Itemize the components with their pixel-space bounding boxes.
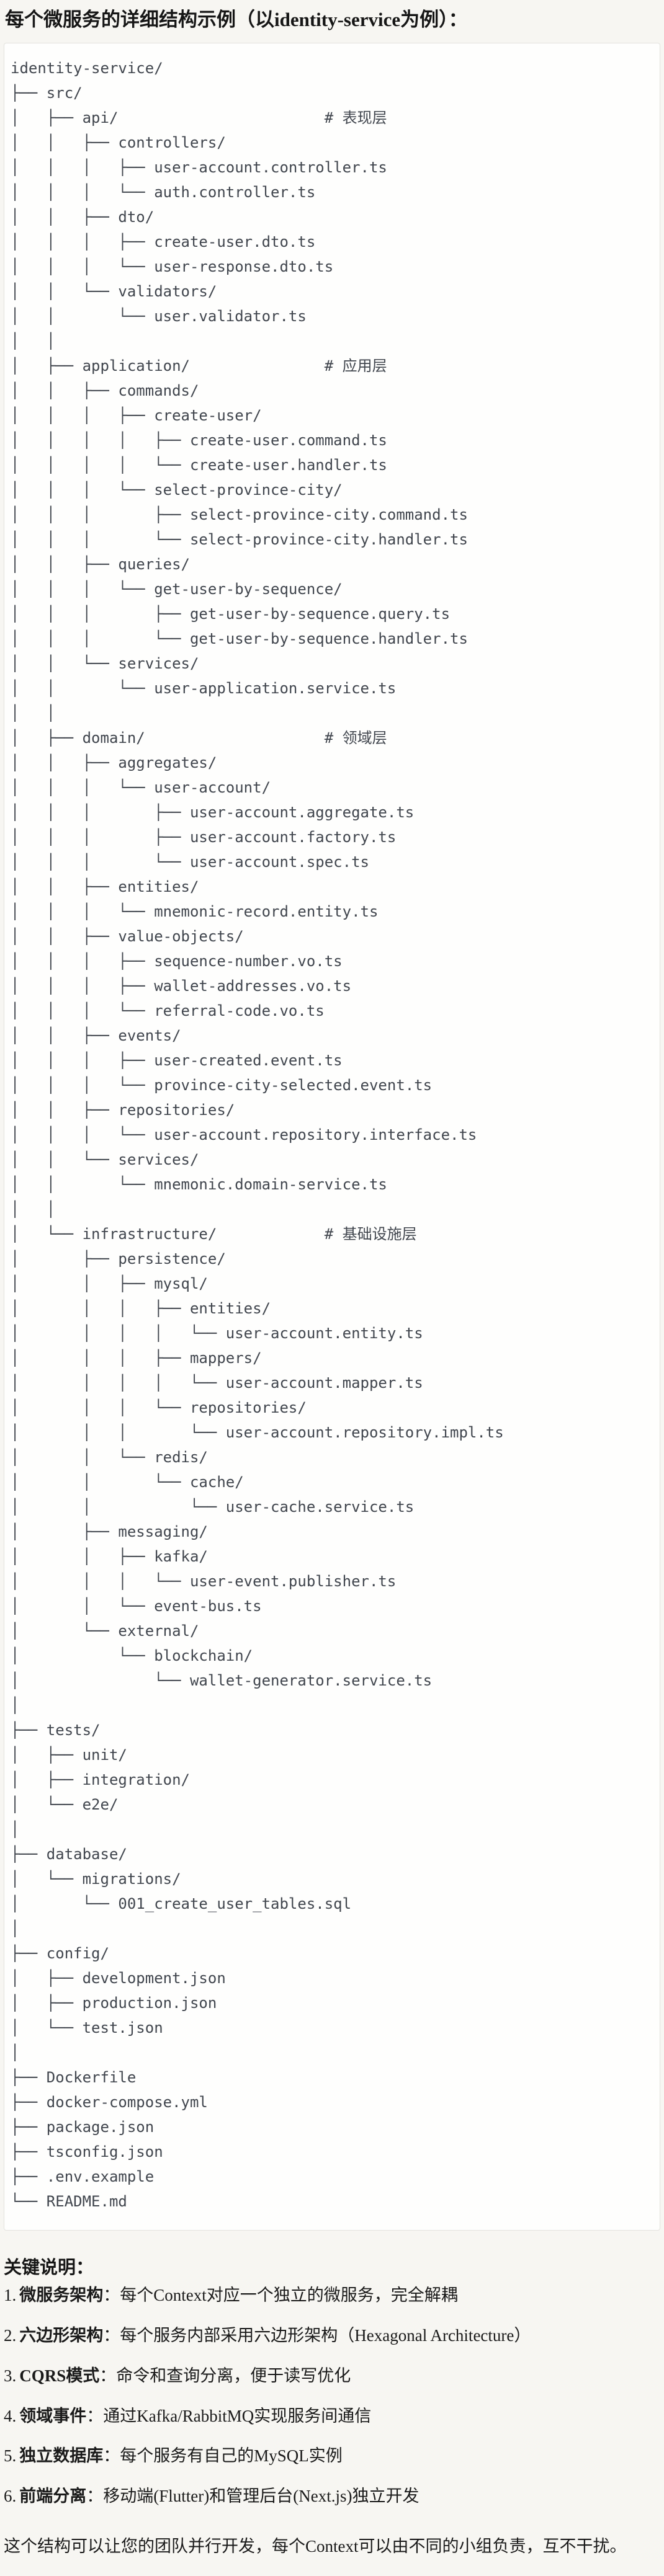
note-item-hexagonal: 2.六边形架构：每个服务内部采用六边形架构（Hexagonal Architec…: [4, 2325, 660, 2347]
note-number: 4.: [4, 2406, 17, 2425]
note-term: 独立数据库: [19, 2446, 104, 2466]
note-description: ：命令和查询分离，便于读写优化: [99, 2366, 351, 2385]
note-number: 3.: [4, 2366, 17, 2385]
note-item-domain-events: 4.领域事件：通过Kafka/RabbitMQ实现服务间通信: [4, 2406, 660, 2427]
note-description: ：每个Context对应一个独立的微服务，完全解耦: [103, 2286, 458, 2305]
note-item-frontend-separation: 6.前端分离：移动端(Flutter)和管理后台(Next.js)独立开发: [4, 2486, 660, 2507]
note-item-independent-db: 5.独立数据库：每个服务有自己的MySQL实例: [4, 2446, 660, 2467]
note-term: 微服务架构: [19, 2286, 104, 2305]
note-description: ：移动端(Flutter)和管理后台(Next.js)独立开发: [86, 2487, 419, 2506]
note-number: 5.: [4, 2446, 17, 2466]
note-term: CQRS模式: [19, 2366, 100, 2385]
notes-list: 1.微服务架构：每个Context对应一个独立的微服务，完全解耦 2.六边形架构…: [4, 2285, 660, 2507]
note-item-microservices: 1.微服务架构：每个Context对应一个独立的微服务，完全解耦: [4, 2285, 660, 2306]
note-description: ：每个服务有自己的MySQL实例: [103, 2446, 343, 2466]
note-item-cqrs: 3.CQRS模式：命令和查询分离，便于读写优化: [4, 2366, 660, 2387]
note-description: ：通过Kafka/RabbitMQ实现服务间通信: [86, 2406, 372, 2425]
note-number: 1.: [4, 2286, 17, 2305]
note-term: 领域事件: [19, 2406, 87, 2425]
note-term: 前端分离: [19, 2487, 87, 2506]
notes-heading: 关键说明：: [4, 2258, 94, 2278]
directory-tree: identity-service/ ├── src/ │ ├── api/ # …: [11, 60, 504, 2211]
note-number: 6.: [4, 2487, 17, 2506]
page-title: 每个微服务的详细结构示例（以identity-service为例）：: [5, 9, 468, 30]
directory-tree-code-block: identity-service/ ├── src/ │ ├── api/ # …: [4, 43, 660, 2231]
note-description: ：每个服务内部采用六边形架构（Hexagonal Architecture）: [103, 2326, 531, 2345]
note-number: 2.: [4, 2326, 17, 2345]
note-term: 六边形架构: [19, 2326, 104, 2345]
closing-paragraph: 这个结构可以让您的团队并行开发，每个Context可以由不同的小组负责，互不干扰…: [4, 2536, 627, 2556]
